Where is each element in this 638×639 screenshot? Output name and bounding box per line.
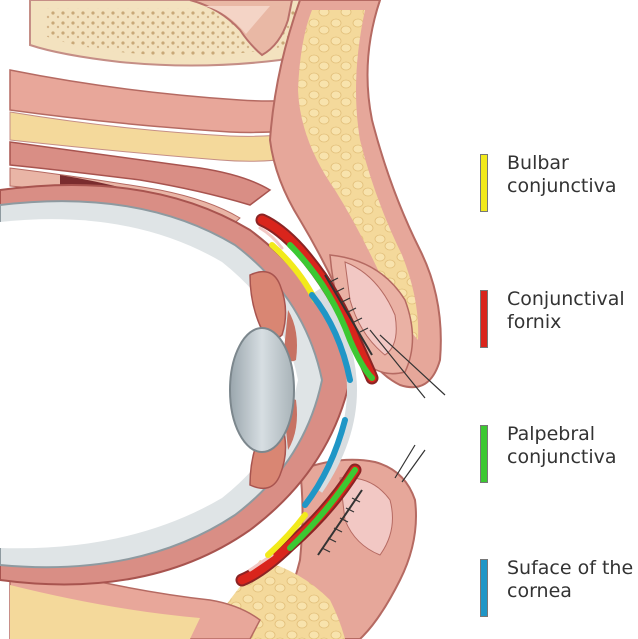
legend-label: Bulbar conjunctiva [507, 152, 617, 198]
lens [230, 328, 294, 452]
legend-label: Suface of the cornea [507, 557, 633, 603]
legend-swatch-yellow [480, 154, 488, 212]
legend-label: Conjunctival fornix [507, 288, 625, 334]
legend-swatch-green [480, 425, 488, 483]
legend-swatch-red [480, 290, 488, 348]
legend-label: Palpebral conjunctiva [507, 423, 617, 469]
legend-swatch-blue [480, 559, 488, 617]
